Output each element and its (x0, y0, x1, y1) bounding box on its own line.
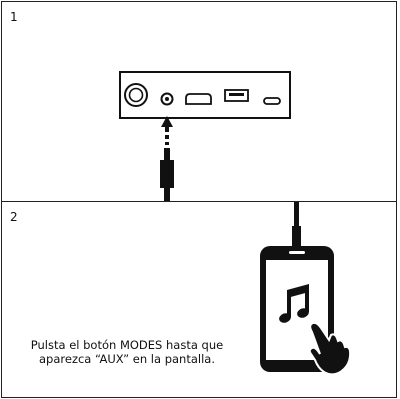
aux-connection-illustration (119, 71, 291, 203)
step-1-panel: 1 (1, 1, 397, 203)
step-2-instruction: Pulsta el botón MODES hasta que aparezca… (30, 338, 224, 366)
aux-cable-icon (294, 202, 299, 226)
insert-arrow-icon (161, 116, 173, 145)
step-number: 1 (10, 10, 18, 24)
step-2-panel: 2 Pulsta el botón MODES hasta que aparez… (1, 201, 397, 398)
sd-card-slot-icon (185, 93, 212, 105)
speaker-device-panel (119, 71, 291, 119)
usb-a-port-icon (224, 89, 249, 102)
aux-cable-icon (160, 148, 174, 203)
usb-c-port-icon (263, 97, 281, 105)
round-speaker-icon (124, 83, 148, 107)
music-note-icon (279, 284, 309, 323)
step-number: 2 (10, 210, 18, 224)
phone-illustration (260, 202, 352, 376)
tap-hand-icon (308, 321, 352, 376)
aux-jack-icon (160, 92, 174, 106)
